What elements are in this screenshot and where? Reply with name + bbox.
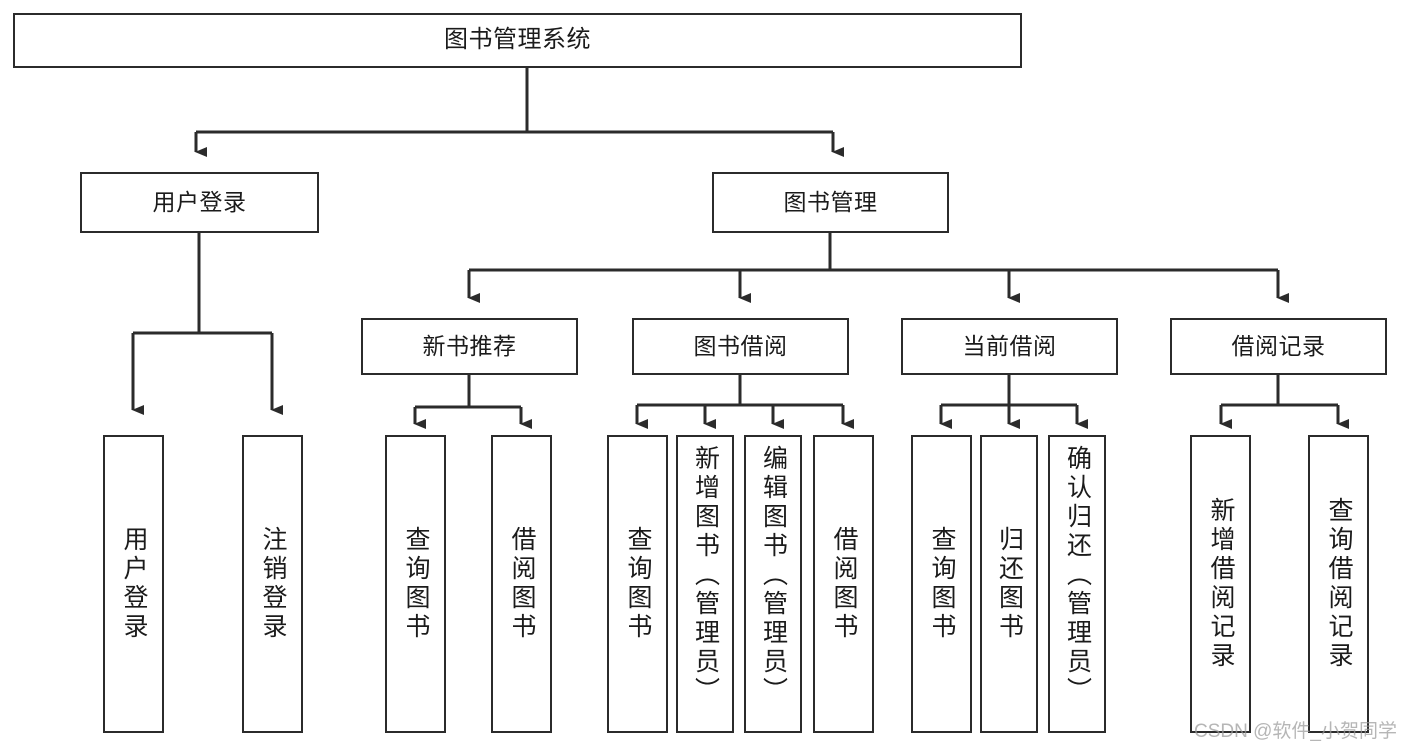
leaf-book-borrow-query-book[interactable]: 查询图书 xyxy=(607,435,668,733)
node-new-book-recommend[interactable]: 新书推荐 xyxy=(361,318,578,375)
node-label: 注销登录 xyxy=(259,526,287,642)
leaf-new-book-query-book[interactable]: 查询图书 xyxy=(385,435,446,733)
node-label: 新增借阅记录 xyxy=(1207,497,1235,671)
node-label: 图书管理系统 xyxy=(444,26,591,54)
node-root-system[interactable]: 图书管理系统 xyxy=(13,13,1022,68)
node-label: 确认归还（管理员） xyxy=(1063,445,1092,706)
node-label: 新增图书（管理员） xyxy=(691,445,720,706)
node-label: 归还图书 xyxy=(995,526,1024,642)
node-label: 查询图书 xyxy=(928,526,956,642)
node-label: 查询借阅记录 xyxy=(1325,497,1353,671)
node-label: 用户登录 xyxy=(152,188,247,215)
watermark-text: CSDN @软件_小贺同学 xyxy=(1194,721,1397,742)
leaf-new-book-borrow-book[interactable]: 借阅图书 xyxy=(491,435,552,733)
leaf-user-login-login[interactable]: 用户登录 xyxy=(103,435,164,733)
leaf-current-borrow-confirm-return-admin[interactable]: 确认归还（管理员） xyxy=(1048,435,1106,733)
node-label: 图书管理 xyxy=(783,188,878,215)
node-current-borrow[interactable]: 当前借阅 xyxy=(901,318,1118,375)
leaf-current-borrow-query-book[interactable]: 查询图书 xyxy=(911,435,972,733)
node-label: 编辑图书（管理员） xyxy=(759,445,788,706)
leaf-book-borrow-edit-book-admin[interactable]: 编辑图书（管理员） xyxy=(744,435,802,733)
node-label: 查询图书 xyxy=(402,526,430,642)
node-label: 借阅图书 xyxy=(830,526,858,642)
node-label: 新书推荐 xyxy=(422,332,517,359)
leaf-current-borrow-return-book[interactable]: 归还图书 xyxy=(980,435,1038,733)
node-label: 用户登录 xyxy=(120,526,148,642)
node-borrow-record[interactable]: 借阅记录 xyxy=(1170,318,1387,375)
node-label: 借阅图书 xyxy=(508,526,536,642)
leaf-borrow-record-query-record[interactable]: 查询借阅记录 xyxy=(1308,435,1369,733)
node-book-management[interactable]: 图书管理 xyxy=(712,172,949,233)
node-label: 当前借阅 xyxy=(962,332,1057,359)
node-label: 查询图书 xyxy=(624,526,652,642)
leaf-user-login-logout[interactable]: 注销登录 xyxy=(242,435,303,733)
leaf-book-borrow-borrow-book[interactable]: 借阅图书 xyxy=(813,435,874,733)
node-label: 图书借阅 xyxy=(693,332,788,359)
leaf-borrow-record-add-record[interactable]: 新增借阅记录 xyxy=(1190,435,1251,733)
leaf-book-borrow-add-book-admin[interactable]: 新增图书（管理员） xyxy=(676,435,734,733)
node-label: 借阅记录 xyxy=(1231,332,1326,359)
node-book-borrow[interactable]: 图书借阅 xyxy=(632,318,849,375)
node-user-login[interactable]: 用户登录 xyxy=(80,172,319,233)
